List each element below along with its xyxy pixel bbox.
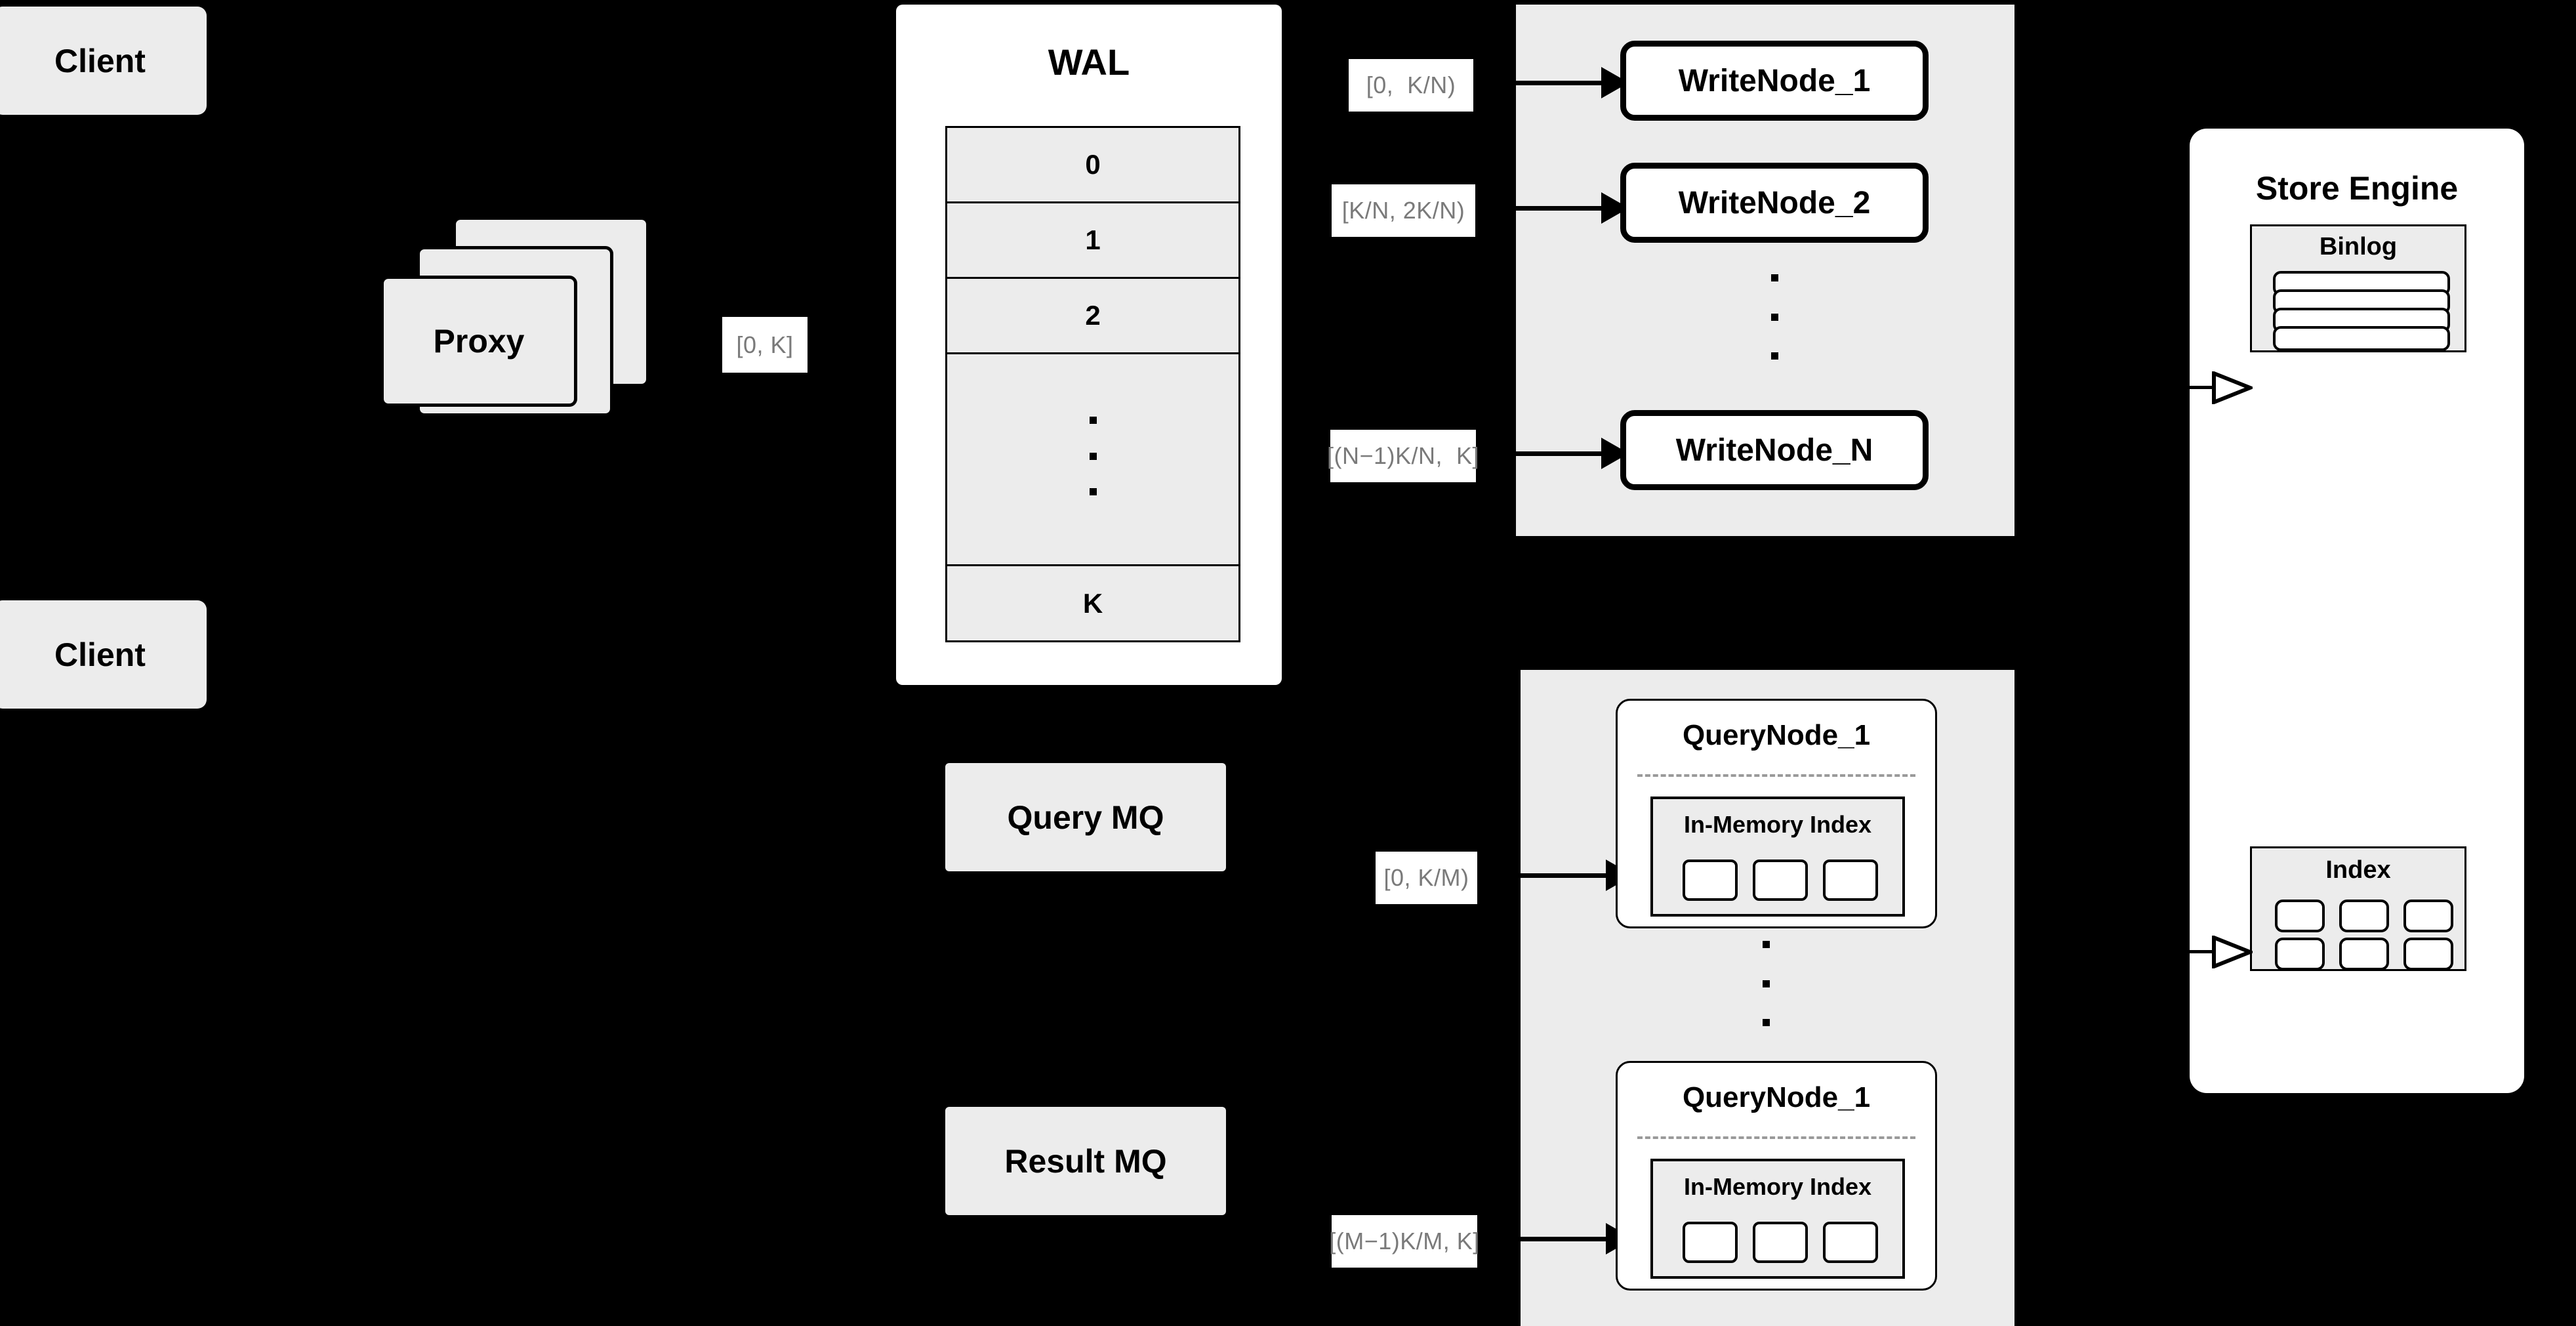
edge-label-writenode-2-text: [K/N, 2K/N) <box>1341 197 1465 224</box>
query-mq-box[interactable]: Query MQ <box>945 763 1226 871</box>
edge-label-writenode-1: [0, K/N) <box>1349 59 1473 112</box>
index-chip <box>1683 1222 1738 1263</box>
arrow-line-writenode-n <box>1516 451 1608 456</box>
query-node-1-title: QueryNode_1 <box>1682 719 1871 751</box>
vertical-ellipsis-icon <box>1090 417 1097 495</box>
index-chip <box>2339 900 2389 932</box>
wal-row: 2 <box>945 277 1240 352</box>
wal-row-label: 0 <box>1085 149 1101 180</box>
open-arrowhead-icon <box>2212 371 2253 404</box>
query-cluster-ellipsis-icon <box>1763 941 1770 1026</box>
query-mq-label: Query MQ <box>1007 798 1164 836</box>
query-node-m-divider <box>1637 1136 1915 1139</box>
index-chip <box>2403 938 2453 970</box>
arrow-line-to-index <box>2190 950 2215 953</box>
in-memory-index-panel-2: In-Memory Index <box>1650 1159 1905 1279</box>
binlog-panel: Binlog <box>2250 224 2466 352</box>
wal-row: 1 <box>945 201 1240 277</box>
query-node-m[interactable]: QueryNode_1 In-Memory Index <box>1616 1061 1937 1291</box>
wal-row-list: 0 1 2 K <box>945 126 1240 642</box>
index-chip <box>1753 860 1808 901</box>
store-engine-title: Store Engine <box>2255 170 2459 207</box>
arrow-line-querynode-1 <box>1521 873 1612 878</box>
result-mq-label: Result MQ <box>1004 1142 1167 1180</box>
edge-label-writenode-n-text: [(N−1)K/N, K] <box>1326 442 1480 469</box>
write-node-2-label: WriteNode_2 <box>1678 185 1871 220</box>
proxy-label: Proxy <box>433 323 525 360</box>
index-chip <box>2403 900 2453 932</box>
wal-row-ellipsis <box>945 352 1240 564</box>
in-memory-index-title-2: In-Memory Index <box>1683 1173 1872 1200</box>
query-node-1[interactable]: QueryNode_1 In-Memory Index <box>1616 699 1937 928</box>
client-label-2: Client <box>54 636 146 673</box>
wal-row: K <box>945 564 1240 642</box>
index-chip <box>1823 1222 1878 1263</box>
proxy-box[interactable]: Proxy <box>380 276 577 407</box>
write-cluster-ellipsis-icon <box>1771 274 1778 360</box>
index-title: Index <box>2325 856 2391 884</box>
binlog-title: Binlog <box>2319 233 2398 260</box>
in-memory-index-title-1: In-Memory Index <box>1683 811 1872 838</box>
client-box-2[interactable]: Client <box>0 600 207 709</box>
edge-label-proxy-to-wal: [0, K] <box>722 317 808 373</box>
wal-row-label: 1 <box>1085 224 1101 255</box>
index-chip <box>1683 860 1738 901</box>
edge-label-writenode-2: [K/N, 2K/N) <box>1332 184 1475 237</box>
wal-row-label: K <box>1082 587 1103 619</box>
query-node-m-title: QueryNode_1 <box>1682 1081 1871 1113</box>
store-engine-container: Store Engine Binlog Index <box>2190 129 2524 1093</box>
wal-container: WAL 0 1 2 K <box>896 5 1282 685</box>
arrow-line-to-binlog <box>2190 386 2215 389</box>
write-node-2[interactable]: WriteNode_2 <box>1620 163 1929 243</box>
index-chip <box>1823 860 1878 901</box>
open-arrowhead-icon <box>2212 936 2253 968</box>
write-node-1[interactable]: WriteNode_1 <box>1620 41 1929 121</box>
client-label-1: Client <box>54 42 146 79</box>
write-node-1-label: WriteNode_1 <box>1678 63 1871 98</box>
edge-label-querynode-m-text: [(M−1)K/M, K] <box>1329 1228 1480 1254</box>
in-memory-index-panel-1: In-Memory Index <box>1650 797 1905 917</box>
wal-row-label: 2 <box>1085 300 1101 331</box>
edge-label-querynode-m: [(M−1)K/M, K] <box>1329 1215 1480 1268</box>
client-box-1[interactable]: Client <box>0 7 207 115</box>
edge-label-querynode-1: [0, K/M) <box>1376 852 1477 904</box>
index-panel: Index <box>2250 846 2466 971</box>
proxy-stack[interactable]: Proxy <box>380 217 676 433</box>
index-chip <box>2339 938 2389 970</box>
query-node-1-divider <box>1637 774 1915 777</box>
binlog-row <box>2273 326 2450 351</box>
arrow-line-writenode-2 <box>1516 206 1608 211</box>
arrow-line-querynode-m <box>1521 1237 1612 1241</box>
edge-label-querynode-1-text: [0, K/M) <box>1383 864 1469 891</box>
edge-label-writenode-1-text: [0, K/N) <box>1366 72 1456 98</box>
edge-label-writenode-n: [(N−1)K/N, K] <box>1326 430 1480 482</box>
write-node-n[interactable]: WriteNode_N <box>1620 410 1929 490</box>
index-chip <box>2275 900 2325 932</box>
index-chip <box>2275 938 2325 970</box>
edge-label-proxy-to-wal-text: [0, K] <box>736 331 794 358</box>
index-chip <box>1753 1222 1808 1263</box>
result-mq-box[interactable]: Result MQ <box>945 1107 1226 1215</box>
arrow-line-writenode-1 <box>1516 81 1608 85</box>
write-node-n-label: WriteNode_N <box>1675 432 1873 468</box>
wal-title: WAL <box>1048 41 1130 83</box>
wal-row: 0 <box>945 126 1240 201</box>
